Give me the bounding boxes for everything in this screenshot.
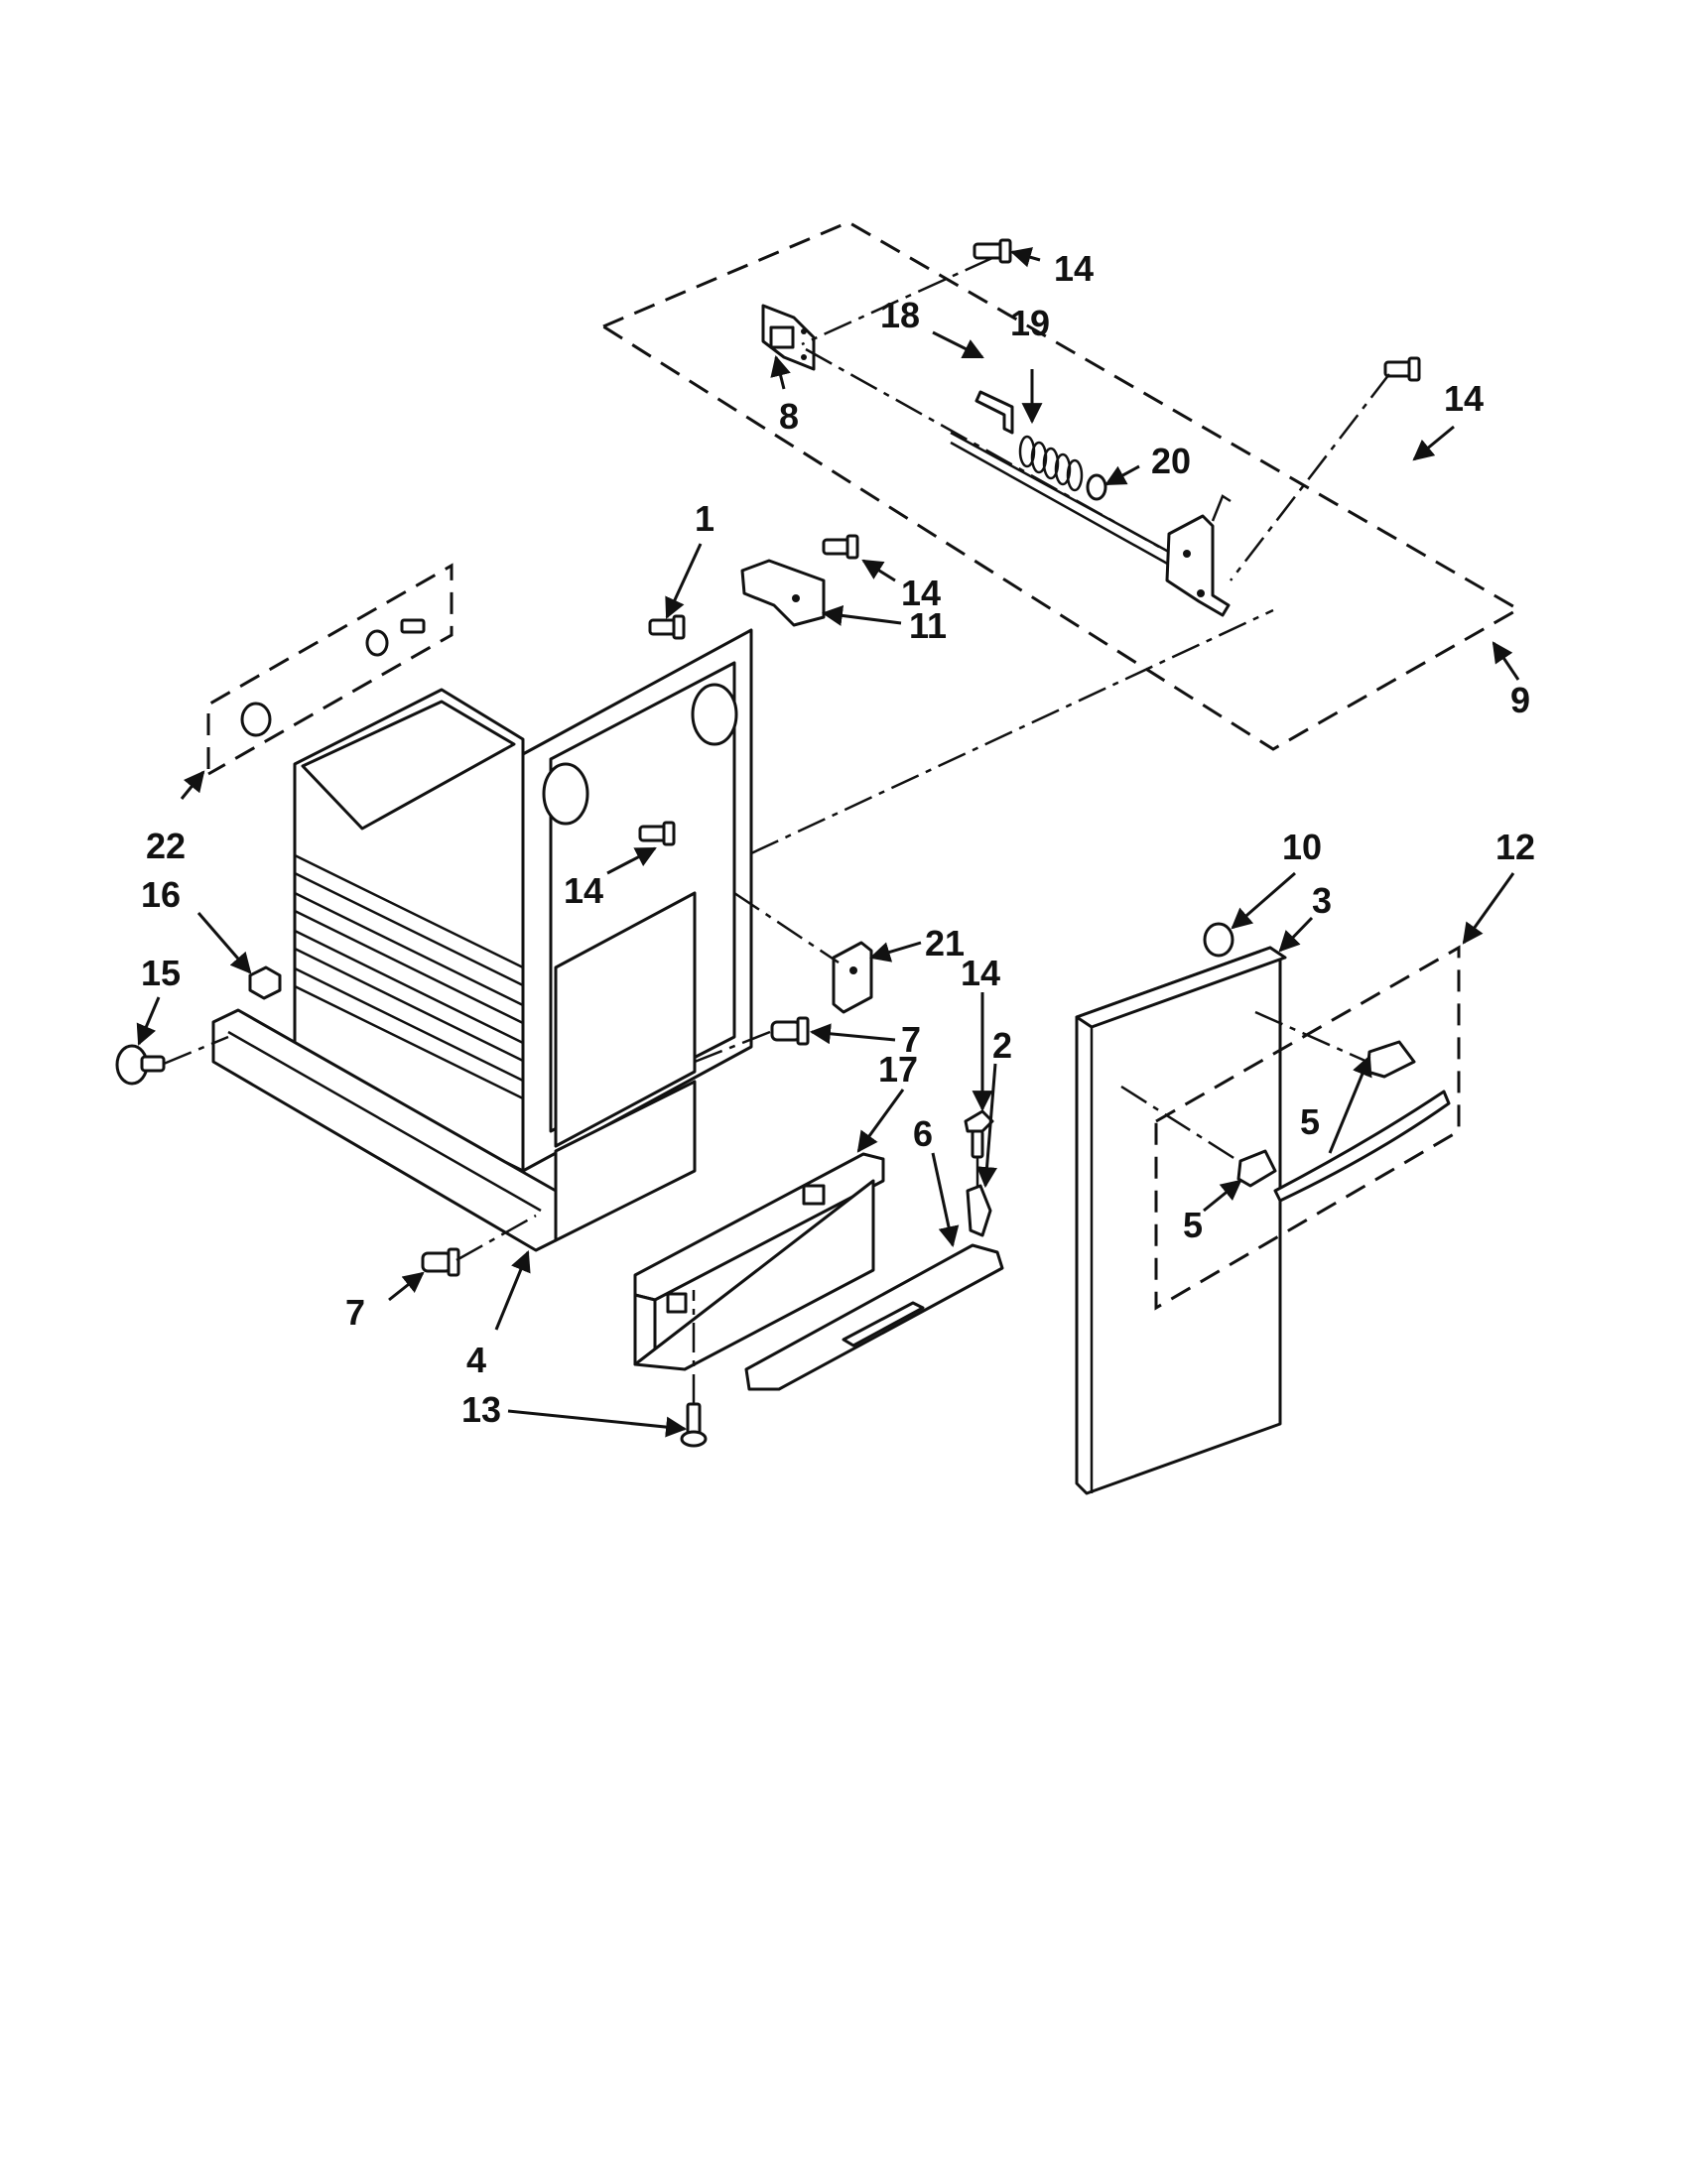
component-22-group bbox=[206, 563, 454, 776]
callout-15: 15 bbox=[141, 953, 181, 993]
handle-assembly-12 bbox=[1120, 945, 1461, 1311]
callout-14: 14 bbox=[901, 573, 941, 613]
callout-10: 10 bbox=[1282, 827, 1322, 867]
callout-7: 7 bbox=[901, 1019, 921, 1060]
knob-22 bbox=[240, 702, 272, 737]
kick-plate-17 bbox=[633, 1152, 885, 1371]
callout-5: 5 bbox=[1300, 1101, 1320, 1142]
callout-13: 13 bbox=[461, 1389, 501, 1430]
screw-7-lower bbox=[421, 1247, 460, 1277]
screw-icon bbox=[648, 614, 686, 640]
callout-14: 14 bbox=[961, 953, 1000, 993]
foot-15 bbox=[115, 1044, 166, 1086]
callout-18: 18 bbox=[880, 295, 920, 335]
motor-housing bbox=[542, 762, 589, 826]
callout-9: 9 bbox=[1510, 680, 1530, 720]
callout-1: 1 bbox=[695, 498, 714, 539]
callout-11: 11 bbox=[909, 605, 947, 646]
screw-icon bbox=[1383, 356, 1421, 382]
louver-slats bbox=[294, 853, 524, 1100]
clip-2 bbox=[966, 1184, 992, 1237]
callout-6: 6 bbox=[913, 1113, 933, 1154]
front-access-panel bbox=[554, 891, 697, 1148]
bumper-10 bbox=[1203, 922, 1234, 958]
callout-21: 21 bbox=[925, 923, 965, 964]
bracket-21 bbox=[832, 941, 873, 1014]
callout-4: 4 bbox=[466, 1340, 486, 1380]
hinge-pin-18 bbox=[974, 390, 1014, 435]
callout-22: 22 bbox=[146, 826, 186, 866]
spring-19 bbox=[1018, 435, 1084, 492]
callout-14: 14 bbox=[564, 870, 603, 911]
callout-14: 14 bbox=[1054, 248, 1094, 289]
callout-14: 14 bbox=[1444, 378, 1484, 419]
hinge-assembly-boundary bbox=[599, 220, 1522, 751]
callout-8: 8 bbox=[779, 396, 799, 437]
cabinet-frame-1 bbox=[211, 628, 753, 1252]
screw-icon bbox=[822, 534, 859, 560]
callout-16: 16 bbox=[141, 874, 181, 915]
hinge-assembly-group bbox=[599, 220, 1522, 751]
toe-grille-6 bbox=[744, 1243, 1004, 1391]
callout-19: 19 bbox=[1010, 303, 1050, 343]
screw-icon bbox=[973, 238, 1012, 264]
callout-2: 2 bbox=[992, 1025, 1012, 1066]
hinge-plate bbox=[1165, 494, 1232, 617]
washer-20 bbox=[1086, 473, 1107, 501]
door-panel-3 bbox=[1075, 946, 1287, 1495]
bracket-11 bbox=[740, 559, 826, 627]
callout-17: 17 bbox=[878, 1049, 918, 1090]
callout-leaders bbox=[136, 247, 1520, 1438]
callout-12: 12 bbox=[1495, 827, 1535, 867]
screw-13 bbox=[680, 1402, 708, 1448]
callout-3: 3 bbox=[1312, 880, 1332, 921]
callout-20: 20 bbox=[1151, 441, 1191, 481]
callout-7: 7 bbox=[345, 1292, 365, 1333]
nut-16 bbox=[248, 965, 282, 1000]
hinge-bracket-8 bbox=[761, 304, 816, 371]
callout-5: 5 bbox=[1183, 1205, 1203, 1245]
callout-labels: 14 8 18 19 14 20 1 14 11 9 22 14 16 15 1… bbox=[141, 248, 1535, 1430]
screw-7-upper bbox=[770, 1016, 810, 1046]
screw-icon bbox=[638, 821, 676, 846]
